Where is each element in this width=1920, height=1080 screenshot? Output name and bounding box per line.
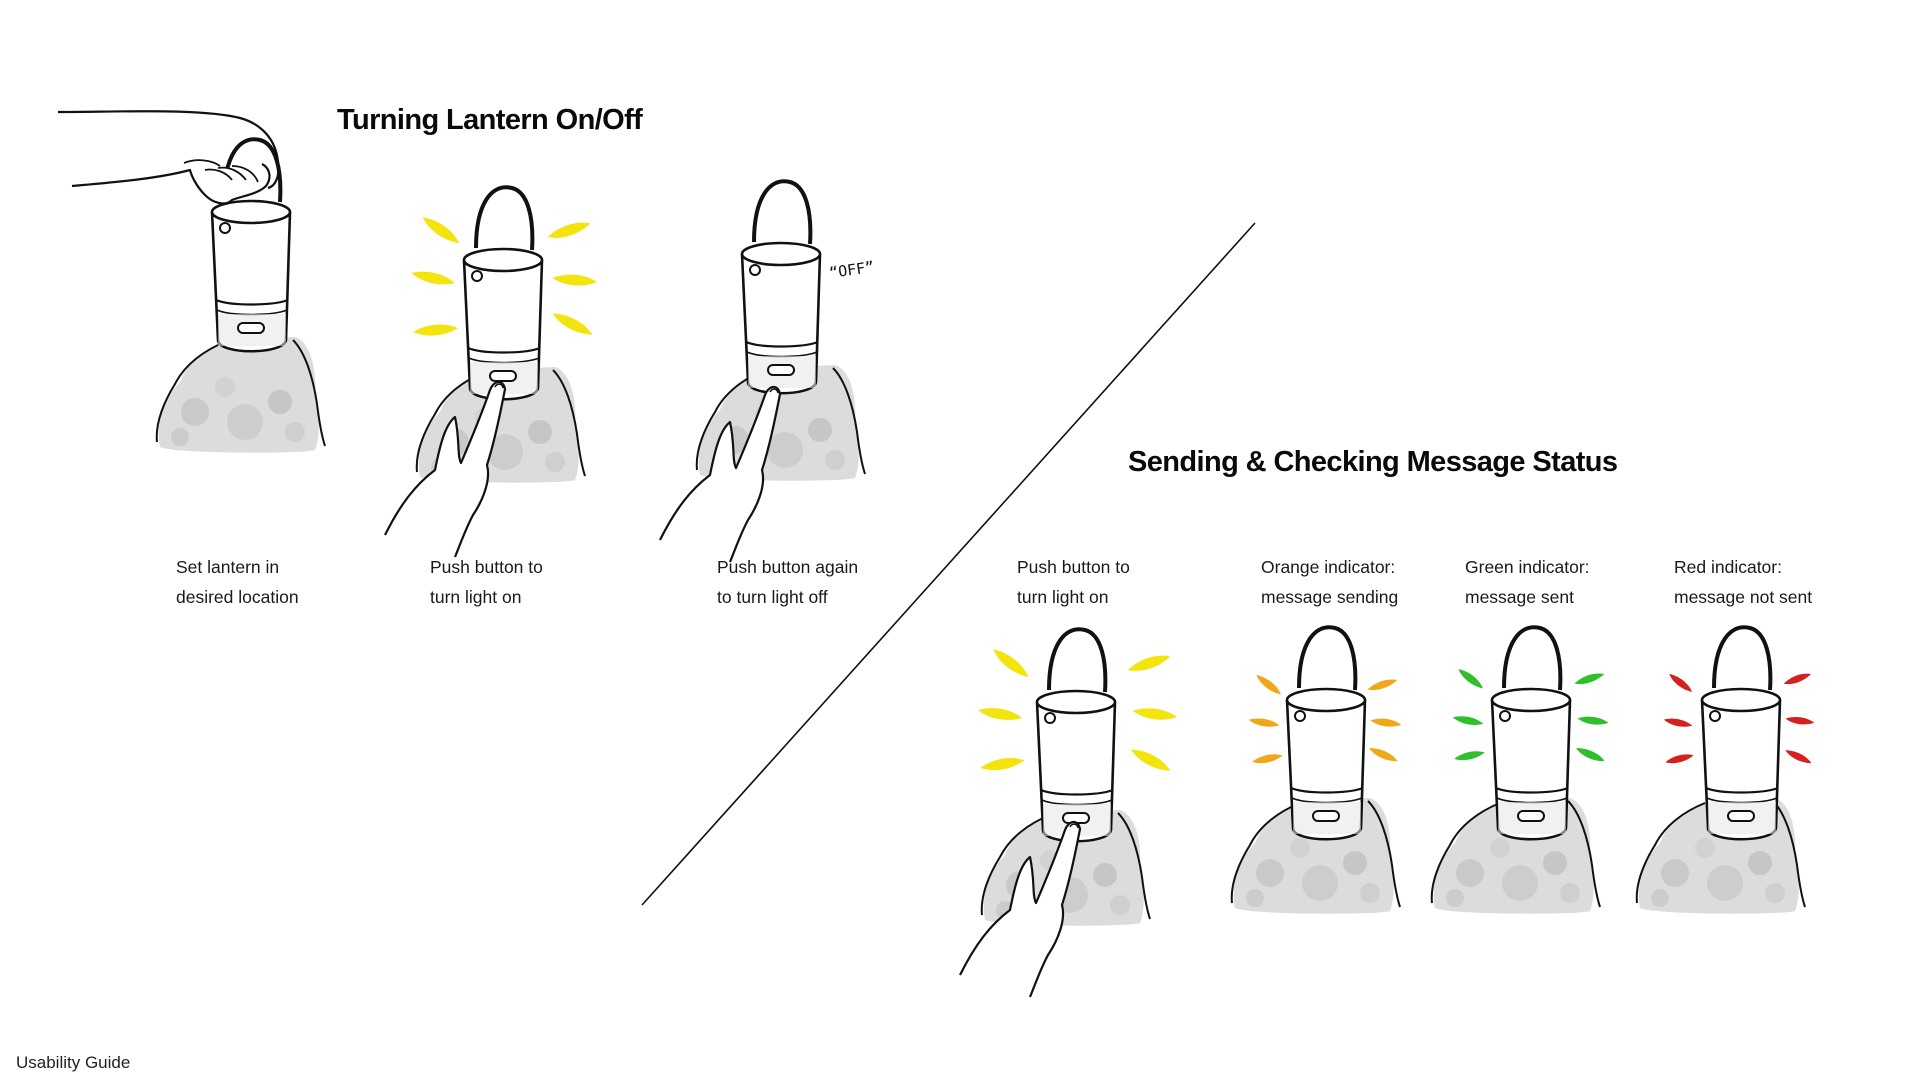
light-ray-icon bbox=[1577, 715, 1609, 726]
footer-label: Usability Guide bbox=[16, 1053, 131, 1072]
caption-line: message sent bbox=[1465, 587, 1574, 607]
light-ray-icon bbox=[1253, 673, 1285, 696]
light-ray-icon bbox=[1126, 647, 1172, 679]
lantern-icon bbox=[1700, 625, 1782, 842]
caption-line: Push button again bbox=[717, 557, 859, 577]
caption-line: desired location bbox=[176, 587, 299, 607]
caption-line: Red indicator: bbox=[1674, 557, 1782, 577]
light-ray-icon bbox=[552, 272, 598, 288]
lantern-icon bbox=[1035, 627, 1117, 844]
light-ray-icon bbox=[988, 647, 1034, 679]
caption-line: Push button to bbox=[430, 557, 543, 577]
caption-line: turn light on bbox=[430, 587, 522, 607]
caption-line: turn light on bbox=[1017, 587, 1109, 607]
step-caption: Push button to turn light on bbox=[430, 552, 543, 612]
light-ray-icon bbox=[1370, 717, 1402, 728]
step-caption: Green indicator: message sent bbox=[1465, 552, 1590, 612]
light-ray-icon bbox=[1248, 718, 1280, 727]
step7-illustration bbox=[1635, 625, 1815, 915]
light-ray-icon bbox=[1251, 749, 1284, 769]
light-ray-icon bbox=[1664, 749, 1695, 769]
light-ray-icon bbox=[979, 751, 1026, 778]
light-ray-icon bbox=[1366, 673, 1398, 696]
light-ray-icon bbox=[1663, 718, 1693, 728]
divider-line bbox=[641, 222, 1256, 906]
caption-line: message not sent bbox=[1674, 587, 1813, 607]
light-ray-icon bbox=[1783, 749, 1814, 765]
hand-carrying-icon bbox=[57, 110, 280, 205]
light-ray-icon bbox=[546, 214, 592, 246]
light-ray-icon bbox=[1666, 672, 1696, 693]
light-ray-icon bbox=[410, 270, 456, 286]
rock-icon bbox=[155, 336, 326, 454]
lantern-icon bbox=[740, 179, 822, 396]
light-ray-icon bbox=[1574, 746, 1607, 763]
step1-illustration bbox=[57, 110, 326, 454]
light-ray-icon bbox=[1785, 716, 1815, 726]
light-ray-icon bbox=[418, 215, 464, 245]
caption-line: Orange indicator: bbox=[1261, 557, 1396, 577]
lantern-icon bbox=[462, 185, 544, 402]
light-ray-icon bbox=[1132, 707, 1178, 721]
light-ray-icon bbox=[1573, 667, 1605, 690]
lantern-icon bbox=[1490, 625, 1572, 842]
step-caption: Push button again to turn light off bbox=[717, 552, 858, 612]
step-caption: Orange indicator: message sending bbox=[1261, 552, 1398, 612]
caption-line: Set lantern in bbox=[176, 557, 280, 577]
section-title-message-status: Sending & Checking Message Status bbox=[1128, 446, 1618, 478]
step-caption: Red indicator: message not sent bbox=[1674, 552, 1812, 612]
step4-illustration bbox=[958, 627, 1178, 999]
light-ray-icon bbox=[1367, 746, 1400, 763]
caption-line: Green indicator: bbox=[1465, 557, 1590, 577]
light-ray-icon bbox=[412, 318, 459, 342]
light-ray-icon bbox=[1127, 747, 1174, 773]
caption-line: Push button to bbox=[1017, 557, 1130, 577]
caption-line: to turn light off bbox=[717, 587, 828, 607]
light-ray-icon bbox=[549, 311, 596, 337]
step2-illustration bbox=[383, 185, 598, 559]
step5-illustration bbox=[1230, 625, 1402, 915]
off-sound-text: “OFF” bbox=[828, 258, 875, 282]
step-caption: Set lantern in desired location bbox=[176, 552, 299, 612]
step6-illustration bbox=[1430, 625, 1609, 915]
step3-illustration: “OFF” bbox=[658, 179, 875, 564]
light-ray-icon bbox=[978, 708, 1022, 720]
step-caption: Push button to turn light on bbox=[1017, 552, 1130, 612]
light-ray-icon bbox=[1455, 667, 1487, 690]
section-title-on-off: Turning Lantern On/Off bbox=[337, 104, 643, 136]
caption-line: message sending bbox=[1261, 587, 1399, 607]
lantern-icon bbox=[1285, 625, 1367, 842]
light-ray-icon bbox=[1452, 715, 1484, 726]
light-ray-icon bbox=[1453, 746, 1486, 766]
light-ray-icon bbox=[1783, 668, 1812, 690]
